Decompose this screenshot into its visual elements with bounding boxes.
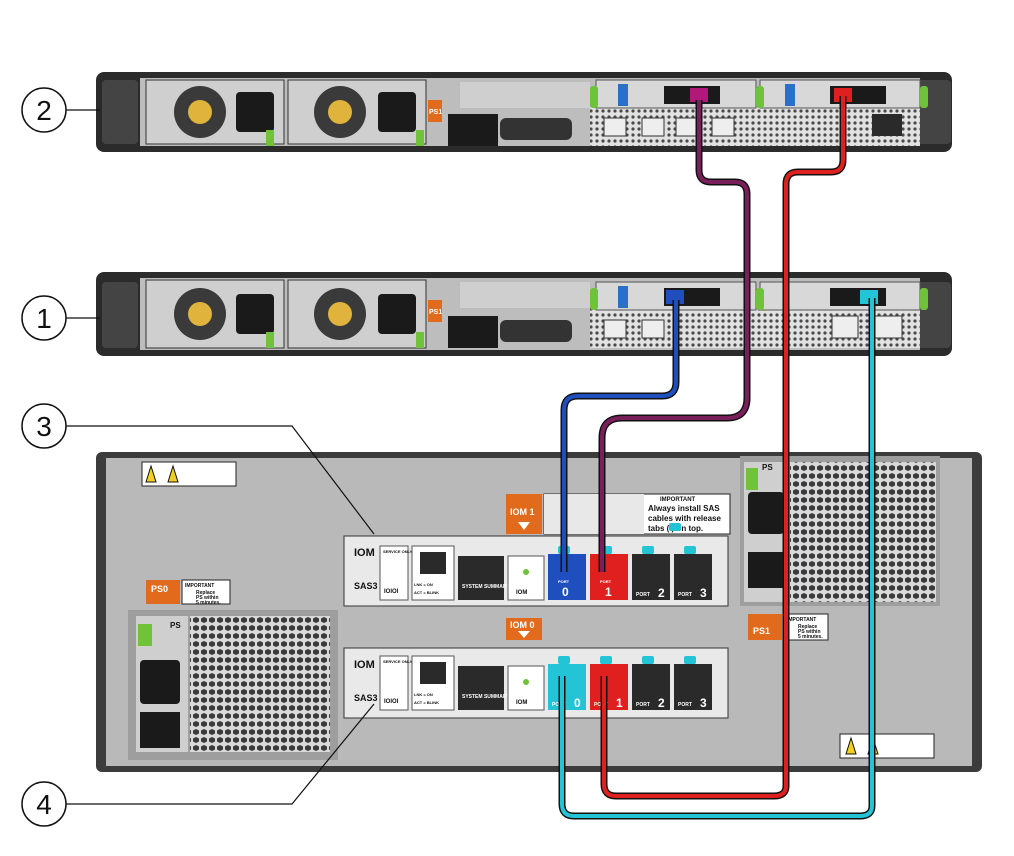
- ps0-replace-line-1: Replace: [196, 590, 215, 596]
- sas-cables: [558, 96, 876, 820]
- shelf-warning-label-top: [141, 461, 237, 487]
- server-1-ps1-label: PS1: [429, 309, 442, 316]
- iom-0-port-3[interactable]: PORT 3: [674, 664, 712, 710]
- server-1-psu-1: [287, 279, 427, 349]
- iom-0-port-1-num: 1: [616, 696, 623, 710]
- iom-1-port-1-num: 1: [605, 585, 612, 599]
- iom-0-act-text: ACT = BLINK: [414, 700, 439, 705]
- server-2-psu-0: [145, 79, 285, 146]
- iom-0-label: IOM: [354, 659, 375, 671]
- iom-1-port-2[interactable]: PORT 2: [632, 554, 670, 600]
- ps1-replace-line-1: Replace: [798, 624, 817, 630]
- iom-1-port-3-word: PORT: [678, 592, 692, 598]
- iom-1-port-0-num: 0: [562, 585, 569, 599]
- iom-1-port-2-word: PORT: [636, 592, 650, 598]
- sas-notice-line-2: cables with release: [648, 514, 721, 523]
- ps0-replace-notice: IMPORTANT Replace PS within 5 minutes.: [181, 579, 231, 606]
- iom1-tag-label: IOM 1: [510, 507, 535, 517]
- iom-1-port-1[interactable]: PORT 1: [590, 554, 628, 600]
- iom-0-port-2[interactable]: PORT 2: [632, 664, 670, 710]
- ps1-tag-label: PS1: [753, 626, 770, 636]
- sas-notice-title: IMPORTANT: [660, 497, 696, 503]
- iom-1-sas-label: SAS3: [354, 581, 378, 591]
- iom1-tag: IOM 1: [506, 494, 542, 534]
- ps0-important-text: IMPORTANT: [185, 583, 214, 589]
- iom-0-port-3-num: 3: [700, 696, 707, 710]
- server-2: PS1: [96, 72, 952, 152]
- iom-1-module: IOM SAS3 SERVICE ONLY IOIOI LNK = ON ACT…: [343, 535, 729, 607]
- ps1-tag: PS1: [748, 614, 782, 640]
- iom-0-port-0-num: 0: [574, 696, 581, 710]
- sas-notice: IMPORTANT Always install SAS cables with…: [543, 493, 731, 535]
- iom-0-port-2-num: 2: [658, 696, 665, 710]
- iom-1-port-3-num: 3: [700, 586, 707, 600]
- server-1: PS1: [96, 272, 952, 356]
- iom-1-ioioi: IOIOI: [384, 589, 399, 595]
- iom-1-status-label: IOM: [516, 590, 527, 596]
- callout-2: 2: [21, 87, 100, 133]
- iom-0-sas-label: SAS3: [354, 693, 378, 703]
- callout-2-number: 2: [36, 95, 52, 126]
- iom-1-port-0-word: PORT: [558, 579, 570, 584]
- iom-1-port-3[interactable]: PORT 3: [674, 554, 712, 600]
- ps1-important-text: IMPORTANT: [787, 617, 816, 623]
- cable-red-fill: [602, 96, 845, 798]
- iom-1-link-text: LNK = ON: [414, 582, 433, 587]
- shelf-ps0-ps-label: PS: [170, 621, 181, 630]
- iom-0-status-label: IOM: [516, 700, 527, 706]
- callout-3: 3: [21, 403, 375, 535]
- iom-0-port-0[interactable]: PORT 0: [548, 664, 586, 710]
- iom-0-port-2-word: PORT: [636, 702, 650, 708]
- iom-0-port-3-word: PORT: [678, 702, 692, 708]
- ps1-replace-line-2: PS within: [798, 629, 821, 635]
- iom-1-port-1-word: PORT: [600, 579, 612, 584]
- ps0-tag: PS0: [146, 580, 180, 604]
- iom-0-system-summary: SYSTEM SUMMARY: [462, 694, 510, 700]
- shelf-ps1-ps-label: PS: [762, 463, 773, 472]
- iom-1-label: IOM: [354, 547, 375, 559]
- iom-0-link-text: LNK = ON: [414, 692, 433, 697]
- iom-1-service-only: SERVICE ONLY: [383, 549, 413, 554]
- cable-purple-fill: [600, 100, 749, 572]
- ps0-replace-line-3: 5 minutes.: [196, 600, 221, 606]
- shelf-warning-label-bottom: [839, 733, 935, 759]
- callout-1-number: 1: [36, 303, 52, 334]
- iom-0-module: IOM SAS3 SERVICE ONLY IOIOI LNK = ON ACT…: [343, 647, 729, 719]
- iom-1-port-2-num: 2: [658, 586, 665, 600]
- ps0-tag-label: PS0: [151, 584, 168, 594]
- ps1-replace-line-3: 5 minutes.: [798, 634, 823, 640]
- callout-4-number: 4: [36, 789, 52, 820]
- iom-0-service-only: SERVICE ONLY: [383, 659, 413, 664]
- iom-1-act-text: ACT = BLINK: [414, 590, 439, 595]
- ps1-replace-notice: IMPORTANT Replace PS within 5 minutes.: [783, 613, 829, 641]
- iom-0-ioioi: IOIOI: [384, 699, 399, 705]
- server-2-psu-1: [287, 79, 427, 146]
- server-2-ps1-label: PS1: [429, 109, 442, 116]
- callout-1: 1: [21, 295, 100, 341]
- cable-blue-fill: [562, 300, 678, 572]
- server-1-psu-0: [145, 279, 285, 349]
- iom-0-port-1[interactable]: PORT 1: [590, 664, 628, 710]
- sas-notice-line-1: Always install SAS: [648, 504, 720, 513]
- iom-1-system-summary: SYSTEM SUMMARY: [462, 584, 510, 590]
- iom0-tag-label: IOM 0: [510, 620, 535, 630]
- iom0-tag: IOM 0: [506, 618, 542, 640]
- callout-4: 4: [21, 703, 375, 827]
- callout-3-number: 3: [36, 411, 52, 442]
- cable-cyan-fill: [560, 298, 874, 818]
- disk-shelf: PS PS PS0 IMPORTANT Replace PS: [96, 452, 982, 772]
- ps0-replace-line-2: PS within: [196, 595, 219, 601]
